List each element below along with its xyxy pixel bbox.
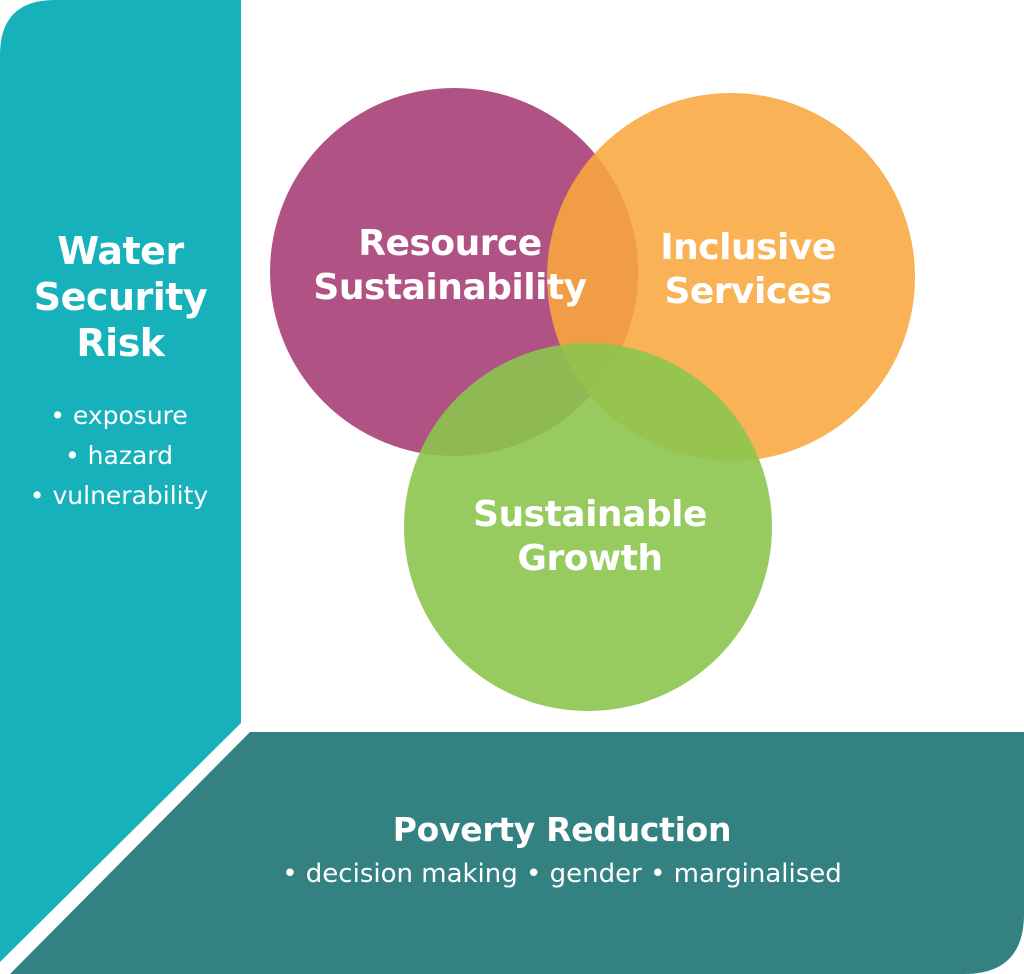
water-security-panel	[0, 0, 241, 962]
label-line: Services	[664, 271, 832, 312]
label-line: Sustainable	[473, 494, 707, 535]
label-inclusive-services: Inclusive Services	[618, 226, 878, 314]
bullet-exposure: • exposure	[50, 401, 188, 430]
label-line: Inclusive	[660, 227, 836, 268]
label-line: Sustainability	[313, 267, 587, 308]
water-security-bullets: • exposure • hazard • vulnerability	[0, 396, 238, 516]
title-line: Security	[33, 275, 208, 319]
label-line: Growth	[517, 538, 663, 579]
title-line: Water	[57, 229, 184, 273]
label-resource-sustainability: Resource Sustainability	[300, 222, 600, 310]
poverty-reduction-panel	[10, 732, 1024, 974]
poverty-reduction-title: Poverty Reduction	[392, 810, 732, 849]
label-sustainable-growth: Sustainable Growth	[440, 493, 740, 581]
circle-sustainable-growth	[404, 343, 772, 711]
poverty-reduction-bullets: • decision making • gender • marginalise…	[282, 859, 842, 889]
water-security-title: Water Security Risk	[0, 228, 241, 366]
bullet-hazard: • hazard	[64, 441, 173, 470]
label-line: Resource	[358, 223, 542, 264]
bullet-vulnerability: • vulnerability	[29, 481, 209, 510]
title-line: Risk	[76, 321, 165, 365]
